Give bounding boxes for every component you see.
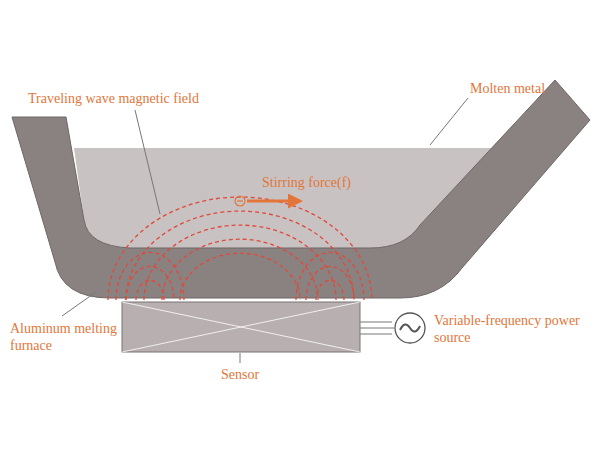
metal-label: Molten metal <box>470 80 545 97</box>
field-arc <box>296 252 364 300</box>
sensor-cross <box>122 302 360 352</box>
power-label: Variable-frequency power source <box>434 312 584 346</box>
field-arc <box>116 252 184 300</box>
sensor-cross <box>122 302 360 352</box>
ac-wave-symbol <box>400 324 420 331</box>
field-arc <box>306 266 354 300</box>
field-arc <box>162 239 318 300</box>
stirring-force-arrow <box>247 200 300 203</box>
charge-symbol <box>235 196 245 206</box>
field-arc <box>136 280 164 300</box>
power-wires <box>360 322 394 334</box>
field-arc <box>316 280 344 300</box>
field-arc <box>126 266 174 300</box>
sensor-box <box>122 302 360 352</box>
field-label: Traveling wave magnetic field <box>28 90 199 107</box>
furnace-wall <box>12 80 590 298</box>
magnetic-field-lines <box>108 197 372 300</box>
leader-lines <box>62 98 468 363</box>
force-label: Stirring force(f) <box>262 174 351 191</box>
field-arc <box>126 211 354 300</box>
power-source-symbol <box>395 313 425 343</box>
field-arc <box>180 253 300 300</box>
furnace-label: Aluminum melting furnace <box>10 320 130 354</box>
field-arc <box>108 197 372 300</box>
sensor-label: Sensor <box>221 366 259 383</box>
charge-minus <box>237 200 243 201</box>
